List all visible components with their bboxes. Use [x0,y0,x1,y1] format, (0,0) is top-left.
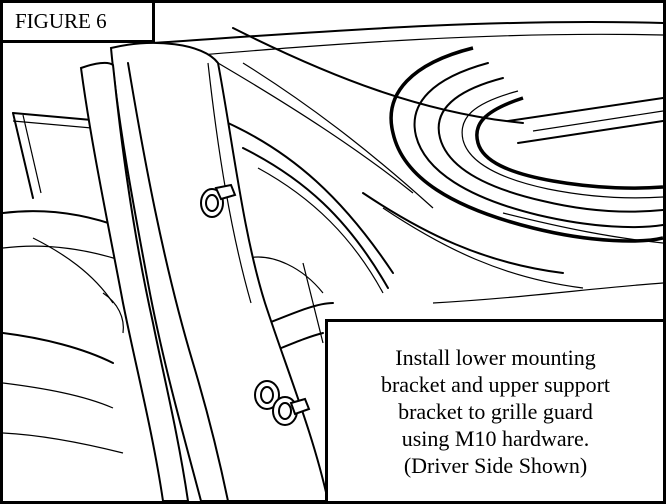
figure-label: FIGURE 6 [3,3,155,43]
headlight-opening [389,46,663,243]
grille-guard-installation-drawing [3,21,663,501]
bolt-lower-right [272,396,311,426]
caption-text: Install lower mounting bracket and upper… [375,344,616,479]
caption-line: (Driver Side Shown) [403,453,588,478]
caption-line: bracket and upper support [380,372,611,397]
caption-line: bracket to grille guard [398,399,593,424]
bolt-upper [200,183,237,218]
grille-guard-upright [79,42,330,501]
caption-line: Install lower mounting [395,345,596,370]
caption-line: using M10 hardware. [401,426,590,451]
bolt-lower-left [254,380,280,410]
caption-box: Install lower mounting bracket and upper… [325,319,663,501]
